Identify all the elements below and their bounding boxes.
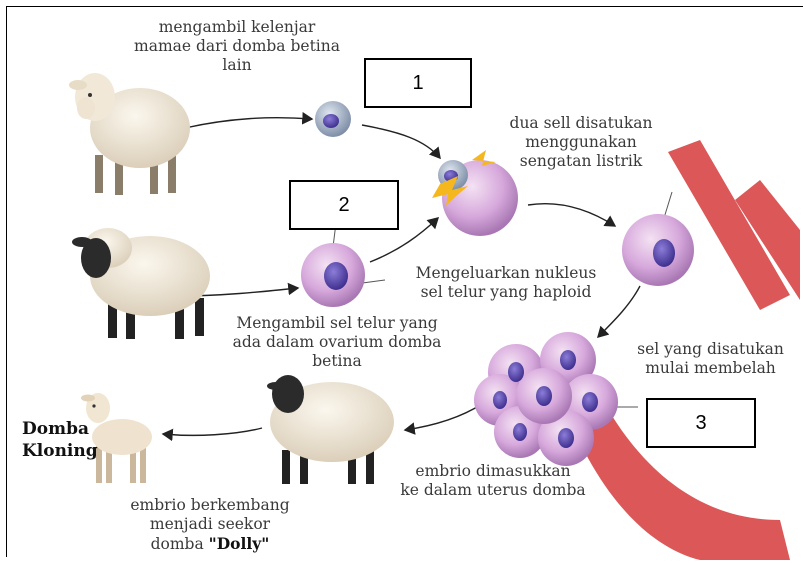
label-line: embrio dimasukkan [386, 462, 600, 481]
arrow-donor-cell-to-fusion [362, 125, 440, 158]
label-cloned-sheep: Domba Kloning [22, 418, 92, 462]
label-line: menjadi seekor [108, 515, 312, 534]
label-line: sengatan listrik [486, 152, 676, 171]
label-implanted: embrio dimasukkan ke dalam uterus domba [386, 462, 600, 500]
label-box-1: 1 [364, 58, 472, 108]
label-line: Mengambil sel telur yang [210, 314, 464, 333]
label-line: menggunakan [486, 133, 676, 152]
egg-cell-icon [301, 243, 365, 307]
label-nucleus-removed: Mengeluarkan nukleus sel telur yang hapl… [388, 264, 624, 302]
label-line: betina [210, 352, 464, 371]
label-box-2: 2 [289, 180, 399, 230]
label-donor-mammary: mengambil kelenjar mamae dari domba beti… [110, 18, 364, 75]
surrogate-sheep-icon [267, 375, 394, 484]
label-prefix: domba [151, 535, 209, 553]
arrow-surrogate-to-lamb [163, 428, 262, 435]
label-line: mulai membelah [618, 359, 803, 378]
label-line: mengambil kelenjar [110, 18, 364, 37]
label-line: Mengeluarkan nukleus [388, 264, 624, 283]
label-line-dolly: domba "Dolly" [108, 534, 312, 554]
arrow-sheep-to-donor-cell [185, 118, 312, 128]
arrow-cluster-to-surrogate [405, 404, 482, 430]
black-face-sheep-icon [72, 228, 210, 339]
label-line: sel yang disatukan [618, 340, 803, 359]
arrow-fusion-to-cell [528, 204, 615, 226]
label-line: Kloning [22, 440, 92, 462]
label-box-3: 3 [646, 398, 756, 448]
label-line: ada dalam ovarium domba [210, 333, 464, 352]
label-egg-cell: Mengambil sel telur yang ada dalam ovari… [210, 314, 464, 371]
dolly-name: "Dolly" [209, 534, 270, 553]
label-line: dua sell disatukan [486, 114, 676, 133]
label-develop: embrio berkembang menjadi seekor domba "… [108, 496, 312, 554]
label-dividing: sel yang disatukan mulai membelah [618, 340, 803, 378]
label-line: sel telur yang haploid [388, 283, 624, 302]
white-sheep-icon [69, 73, 190, 195]
label-line: mamae dari domba betina [110, 37, 364, 56]
fused-cell-icon [622, 214, 694, 286]
label-line: ke dalam uterus domba [386, 481, 600, 500]
label-fusion: dua sell disatukan menggunakan sengatan … [486, 114, 676, 171]
label-line: lain [110, 56, 364, 75]
label-line: embrio berkembang [108, 496, 312, 515]
label-line: Domba [22, 418, 92, 440]
donor-cell-icon [315, 101, 351, 137]
